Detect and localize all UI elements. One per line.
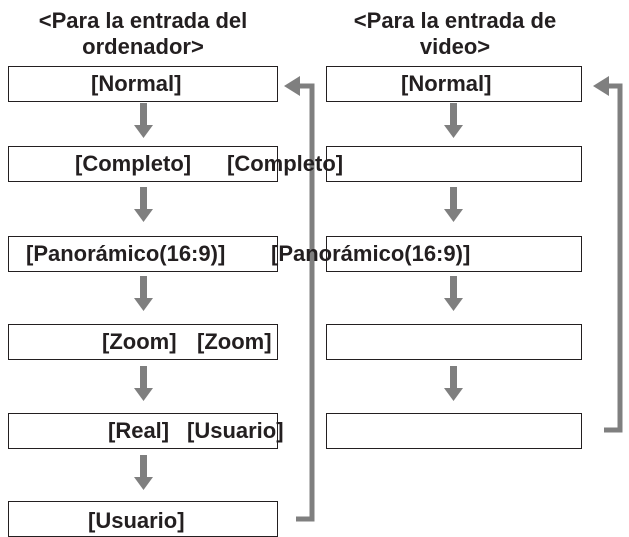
label-zoom-left: [Zoom]	[102, 329, 177, 354]
right-box-panoramico	[326, 236, 582, 272]
label-usuario-right: [Usuario]	[187, 418, 284, 443]
header-computer-input: <Para la entrada del ordenador>	[8, 8, 278, 60]
right-box-completo	[326, 146, 582, 182]
down-arrow-icon	[134, 187, 153, 222]
right-box-normal	[326, 66, 582, 102]
loop-back-arrow-icon	[593, 76, 623, 433]
down-arrow-icon	[134, 366, 153, 401]
label-zoom-right: [Zoom]	[197, 329, 272, 354]
label-panoramico-right: [Panorámico(16:9)]	[271, 241, 471, 266]
label-completo-left: [Completo]	[75, 151, 192, 176]
label-usuario-left: [Usuario]	[88, 508, 185, 533]
down-arrow-icon	[444, 187, 463, 222]
down-arrow-icon	[444, 103, 463, 138]
label-panoramico-left: [Panorámico(16:9)]	[26, 241, 226, 266]
down-arrow-icon	[134, 455, 153, 490]
label-real-left: [Real]	[108, 418, 170, 443]
left-box-completo	[8, 146, 278, 182]
header-computer-line-1: <Para la entrada del	[38, 8, 248, 33]
right-box-usuario	[326, 413, 582, 449]
left-box-zoom	[8, 324, 278, 360]
header-video-input: <Para la entrada de video>	[320, 8, 590, 60]
header-video-line-1: <Para la entrada de	[353, 8, 557, 33]
left-box-real	[8, 413, 278, 449]
label-normal-left: [Normal]	[91, 71, 182, 96]
down-arrow-icon	[444, 276, 463, 311]
loop-back-arrow-icon	[284, 76, 315, 522]
left-box-normal	[8, 66, 278, 102]
down-arrow-icon	[444, 366, 463, 401]
label-completo-right: [Completo]	[227, 151, 344, 176]
right-box-zoom	[326, 324, 582, 360]
down-arrow-icon	[134, 276, 153, 311]
header-computer-line-2: ordenador>	[82, 34, 204, 59]
label-normal-right: [Normal]	[401, 71, 492, 96]
header-video-line-2: video>	[419, 34, 491, 59]
down-arrow-icon	[134, 103, 153, 138]
left-box-panoramico	[8, 236, 278, 272]
